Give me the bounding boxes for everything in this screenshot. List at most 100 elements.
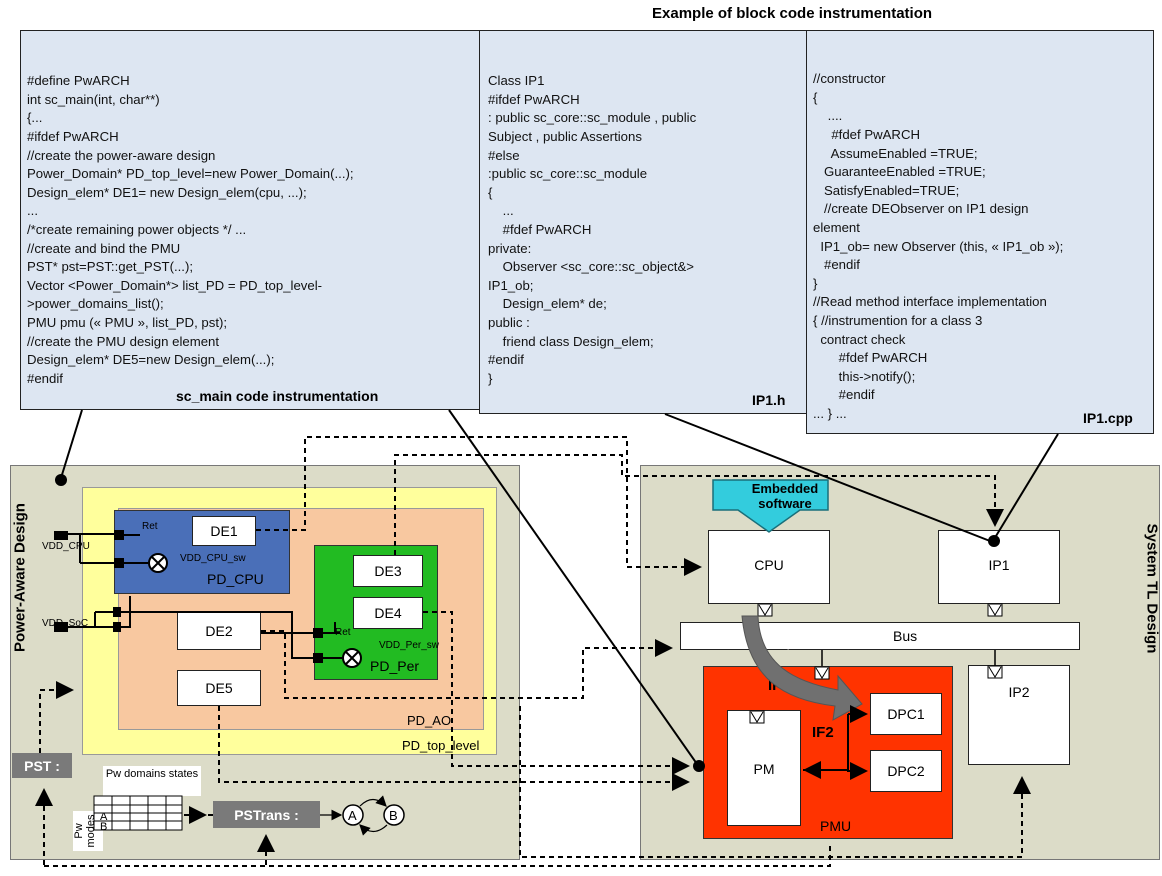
code-line: this->notify(); bbox=[813, 368, 916, 384]
ip1-cpp-label: IP1.cpp bbox=[1083, 410, 1133, 426]
code-line: IP1_ob; bbox=[488, 277, 534, 293]
code-line: /*create remaining power objects */ ... bbox=[27, 221, 247, 237]
de5-to-pm-link bbox=[218, 706, 690, 791]
dpc2-block[interactable]: DPC2 bbox=[870, 750, 942, 792]
pd-ao-label: PD_AO bbox=[407, 713, 452, 728]
de4-to-bus-link bbox=[423, 611, 690, 775]
code-line: :public sc_core::sc_module bbox=[488, 166, 648, 182]
code-line: #ifdef PwARCH bbox=[488, 91, 580, 107]
de4-block[interactable]: DE4 bbox=[353, 597, 423, 629]
pst-table bbox=[93, 795, 183, 831]
cpu-block[interactable]: CPU bbox=[708, 530, 830, 604]
code-line: contract check bbox=[813, 331, 906, 347]
code-line: Class IP1 bbox=[488, 73, 545, 89]
de1-block[interactable]: DE1 bbox=[192, 516, 256, 546]
code-line: GuaranteeEnabled =TRUE; bbox=[813, 164, 986, 180]
row-b-label: B bbox=[100, 821, 107, 833]
pd-top-level-label: PD_top_level bbox=[402, 738, 480, 753]
pd-per-label: PD_Per bbox=[370, 658, 420, 674]
vdd-cpu-label: VDD_CPU bbox=[42, 541, 90, 552]
ret-per-label: Ret bbox=[335, 627, 351, 638]
code-line: Observer <sc_core::sc_object&> bbox=[488, 259, 694, 275]
code-line: friend class Design_elem; bbox=[488, 333, 654, 349]
code-line: #fdef PwARCH bbox=[488, 221, 592, 237]
if2-label: IF2 bbox=[812, 724, 834, 741]
pmu-anchor-dot bbox=[693, 760, 705, 772]
code-line: ... bbox=[27, 203, 38, 219]
pw-domains-states-label: Pw domains states bbox=[103, 766, 201, 796]
code-line: //constructor bbox=[813, 71, 886, 87]
vdd-per-sw-label: VDD_Per_sw bbox=[379, 640, 440, 651]
cpu-label: CPU bbox=[754, 557, 784, 573]
pwctr-label: PwCTr bbox=[782, 620, 829, 653]
code-line: >power_domains_list(); bbox=[27, 296, 164, 312]
code-line: { //instrumention for a class 3 bbox=[813, 312, 983, 328]
code-line: {... bbox=[27, 110, 43, 126]
code-line: private: bbox=[488, 240, 532, 256]
code-line: //create the power-aware design bbox=[27, 147, 216, 163]
de3-block[interactable]: DE3 bbox=[353, 555, 423, 587]
code-line: ... bbox=[488, 203, 514, 219]
ret-cpu-label: Ret bbox=[142, 521, 158, 532]
state-a bbox=[342, 804, 364, 826]
pmu-to-ip2-link bbox=[519, 706, 1031, 858]
ip1-anchor-dot bbox=[988, 535, 1000, 547]
row-a-label: A bbox=[100, 811, 108, 823]
code-line: #endif bbox=[813, 387, 875, 403]
de2-to-bus-link bbox=[261, 630, 673, 699]
code-line: public : bbox=[488, 314, 530, 330]
code-line: #else bbox=[488, 147, 520, 163]
state-b bbox=[383, 804, 405, 826]
code-line: Design_elem* DE1= new Design_elem(cpu, .… bbox=[27, 184, 307, 200]
state-b-label: B bbox=[389, 808, 398, 823]
code-line: //create DEObserver on IP1 design bbox=[813, 201, 1029, 217]
pd-cpu-label: PD_CPU bbox=[207, 571, 264, 587]
pst-to-pd-link bbox=[39, 681, 74, 753]
code-line: #define PwARCH bbox=[27, 73, 130, 89]
ip1-h-code-box: Class IP1#ifdef PwARCH: public sc_core::… bbox=[479, 30, 807, 414]
code-line: #ifdef PwARCH bbox=[27, 128, 119, 144]
code-line: #fdef PwARCH bbox=[813, 126, 921, 142]
code-line: Subject , public Assertions bbox=[488, 128, 642, 144]
sc-main-label: sc_main code instrumentation bbox=[176, 388, 379, 404]
code-line: element bbox=[813, 219, 860, 235]
code-line: { bbox=[488, 184, 493, 200]
code-line: PMU pmu (« PMU », list_PD, pst); bbox=[27, 314, 228, 330]
embedded-software-label: Embedded software bbox=[751, 481, 819, 511]
pwctr-arrow bbox=[741, 615, 863, 721]
code-line: #endif bbox=[27, 370, 63, 386]
code-line: SatisfyEnabled=TRUE; bbox=[813, 182, 960, 198]
sc-main-anchor-dot bbox=[55, 474, 67, 486]
ip2-block[interactable]: IP2 bbox=[968, 665, 1070, 765]
code-line: Vector <Power_Domain*> list_PD = PD_top_… bbox=[27, 277, 323, 293]
bus-label: Bus bbox=[893, 628, 918, 644]
pstrans-box[interactable]: PSTrans : bbox=[213, 801, 320, 828]
code-line: int sc_main(int, char**) bbox=[27, 91, 160, 107]
de5-block[interactable]: DE5 bbox=[177, 670, 261, 706]
code-line: .... bbox=[813, 108, 843, 124]
embedded-software-callout bbox=[712, 479, 829, 533]
code-line: #endif bbox=[488, 352, 524, 368]
dpc1-block[interactable]: DPC1 bbox=[870, 693, 942, 735]
code-line: Design_elem* DE5=new Design_elem(...); bbox=[27, 352, 275, 368]
code-line: //Read method interface implementation bbox=[813, 294, 1047, 310]
code-line: ... } ... bbox=[813, 405, 847, 421]
code-line: #fdef PwARCH bbox=[813, 350, 928, 366]
de3-to-ip1-link bbox=[394, 454, 1004, 555]
pmu-label: PMU bbox=[820, 818, 852, 834]
bottom-bus-line bbox=[44, 846, 831, 867]
pst-box[interactable]: PST : bbox=[12, 753, 72, 778]
vdd-cpu-sw-label: VDD_CPU_sw bbox=[180, 553, 246, 564]
code-line: IP1_ob= new Observer (this, « IP1_ob »); bbox=[813, 238, 1064, 254]
de2-block[interactable]: DE2 bbox=[177, 612, 261, 650]
code-line: { bbox=[813, 89, 818, 105]
code-line: : public sc_core::sc_module , public bbox=[488, 110, 697, 126]
ip1-h-label: IP1.h bbox=[752, 392, 786, 408]
code-line: //create the PMU design element bbox=[27, 333, 220, 349]
ip1-cpp-code-box: //constructor { .... #fdef PwARCH AssumeE… bbox=[806, 30, 1154, 434]
code-line: Design_elem* de; bbox=[488, 296, 607, 312]
code-line: AssumeEnabled =TRUE; bbox=[813, 145, 978, 161]
ip1-h-code: Class IP1#ifdef PwARCH: public sc_core::… bbox=[488, 72, 806, 388]
code-line: } bbox=[488, 370, 493, 386]
